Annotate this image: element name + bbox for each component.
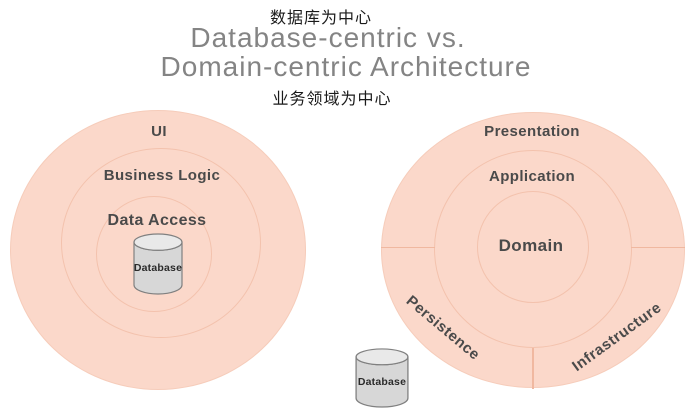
right-segment-divider-right bbox=[631, 247, 685, 249]
title-line-2: Domain-centric Architecture bbox=[160, 51, 532, 82]
right-segment-divider-bottom bbox=[532, 348, 534, 389]
left-layer-label-ui: UI bbox=[151, 123, 167, 140]
left-diagram-inner-circle bbox=[96, 196, 212, 312]
external-database-label: Database bbox=[357, 375, 407, 388]
external-database-cylinder: Database bbox=[355, 347, 409, 408]
chinese-label-domain-centric: 业务领域为中心 bbox=[272, 91, 392, 108]
chinese-label-database-centric: 数据库为中心 bbox=[269, 10, 373, 27]
left-layer-label-data-access: Data Access bbox=[107, 212, 207, 229]
left-diagram-middle-circle bbox=[61, 148, 261, 338]
right-layer-label-application: Application bbox=[488, 168, 576, 185]
right-layer-label-domain: Domain bbox=[498, 236, 564, 255]
right-segment-divider-left bbox=[381, 247, 435, 249]
database-cylinder-icon bbox=[355, 348, 409, 408]
right-diagram-inner-circle bbox=[477, 191, 589, 303]
right-diagram-middle-circle bbox=[434, 150, 632, 348]
left-database-label: Database bbox=[133, 261, 183, 274]
database-cylinder-icon bbox=[133, 233, 183, 295]
title-line-1: Database-centric vs. bbox=[190, 22, 466, 53]
left-layer-label-business-logic: Business Logic bbox=[103, 167, 221, 184]
right-layer-label-presentation: Presentation bbox=[484, 123, 580, 140]
left-database-cylinder: Database bbox=[133, 232, 183, 295]
